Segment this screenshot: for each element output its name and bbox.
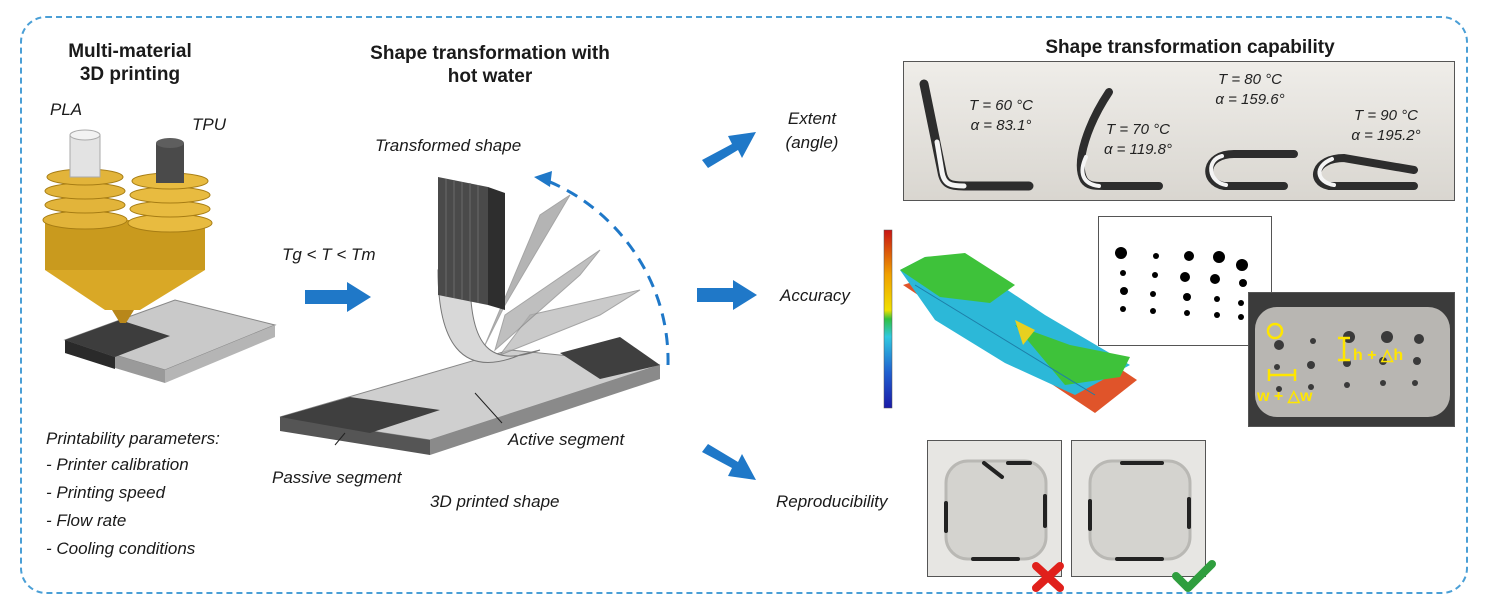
sample-90-angle: α = 195.2° xyxy=(1351,127,1421,144)
capability-title: Shape transformation capability xyxy=(1045,37,1335,58)
pinhole-dots xyxy=(1115,247,1248,320)
pinhole-measurement-photo: h + △h w + △w xyxy=(1248,292,1455,427)
pass-sample-outline xyxy=(1088,459,1192,561)
pla-label: PLA xyxy=(50,100,83,119)
transformed-shape-label: Transformed shape xyxy=(375,136,522,155)
reproducibility-label: Reproducibility xyxy=(776,492,888,511)
sample-70-temp: T = 70 °C xyxy=(1106,121,1170,138)
sample-80-angle: α = 159.6° xyxy=(1215,91,1285,108)
extent-label: Extent (angle) xyxy=(785,109,839,152)
passive-segment-label: Passive segment xyxy=(272,468,402,487)
active-segment-label: Active segment xyxy=(508,430,625,449)
extent-angle-photo: T = 60 °C α = 83.1° T = 70 °C α = 119.8°… xyxy=(903,61,1455,201)
sample-60-angle: α = 83.1° xyxy=(970,117,1032,134)
diagonal-down-arrow xyxy=(702,444,756,480)
temperature-condition: Tg < T < Tm xyxy=(282,245,376,264)
printing-title: Multi-material 3D printing xyxy=(68,41,192,85)
tpu-label: TPU xyxy=(192,115,226,134)
param-cooling-conditions: - Cooling conditions xyxy=(46,539,196,558)
diagonal-up-arrow xyxy=(702,132,756,168)
sample-60-temp: T = 60 °C xyxy=(969,97,1033,114)
sample-90-temp: T = 90 °C xyxy=(1354,107,1418,124)
width-tolerance-label: w + △w xyxy=(1257,388,1313,405)
pinhole-pattern-image xyxy=(1098,216,1272,346)
deviation-color-bar xyxy=(883,229,893,409)
reproducibility-pass-photo xyxy=(1071,440,1206,577)
shape-transformation-illustration xyxy=(279,171,670,455)
printability-title: Printability parameters: xyxy=(46,429,220,448)
bent-samples xyxy=(919,79,1418,191)
height-tolerance-label: h + △h xyxy=(1353,347,1404,364)
accuracy-label: Accuracy xyxy=(780,286,850,305)
param-flow-rate: - Flow rate xyxy=(46,511,127,530)
right-arrow-1 xyxy=(305,282,371,312)
measurement-overlay xyxy=(1255,307,1450,417)
deviation-3d-scan xyxy=(900,253,1137,413)
param-printer-calibration: - Printer calibration xyxy=(46,455,189,474)
printed-shape-label: 3D printed shape xyxy=(430,492,560,511)
dashed-frame xyxy=(20,16,1468,594)
sample-70-angle: α = 119.8° xyxy=(1103,141,1173,158)
sample-80-temp: T = 80 °C xyxy=(1218,71,1282,88)
cross-icon xyxy=(1032,562,1064,592)
fail-sample-outline xyxy=(944,459,1048,561)
transformation-title: Shape transformation with hot water xyxy=(370,43,610,87)
right-arrow-2 xyxy=(697,280,757,310)
param-printing-speed: - Printing speed xyxy=(46,483,166,502)
dual-nozzle-printer-illustration xyxy=(42,129,277,383)
check-icon xyxy=(1172,560,1216,592)
reproducibility-fail-photo xyxy=(927,440,1062,577)
